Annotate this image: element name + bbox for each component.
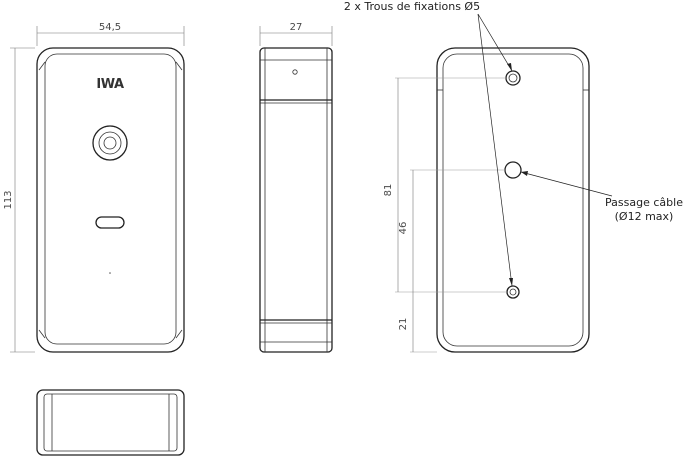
reader-ring-outer <box>92 125 128 161</box>
front-width-label: 54,5 <box>99 22 121 33</box>
cable-passage-label-line2: (Ø12 max) <box>615 210 674 223</box>
fixing-holes-label: 2 x Trous de fixations Ø5 <box>344 0 480 13</box>
hole-to-cable-dimension: 46 <box>398 170 414 292</box>
side-view <box>259 47 333 353</box>
front-view: IWA <box>36 47 185 353</box>
brand-logo: IWA <box>96 77 124 92</box>
front-corner-tr <box>175 61 183 71</box>
hole-spacing-dimension: 81 <box>383 78 399 292</box>
fixing-holes-callout: 2 x Trous de fixations Ø5 <box>344 0 513 287</box>
bottom-view <box>36 389 185 456</box>
front-corner-br <box>175 329 183 339</box>
bottom-offset-dimension: 21 <box>398 292 414 352</box>
front-outer-outline <box>36 47 185 353</box>
front-corner-bl <box>38 329 46 339</box>
front-inner-outline <box>44 53 177 345</box>
rear-view <box>436 47 590 353</box>
bottom-offset-label: 21 <box>398 318 409 331</box>
reader-ring-inner <box>103 136 117 150</box>
front-mark-dot <box>109 272 111 274</box>
fixing-hole-bottom <box>506 285 520 299</box>
hole-spacing-label: 81 <box>383 184 394 197</box>
cable-passage-hole <box>504 161 522 179</box>
rear-dimension-extensions <box>395 77 507 353</box>
reader-ring-middle <box>98 131 122 155</box>
cable-passage-label-line1: Passage câble <box>605 196 683 209</box>
cable-passage-callout: Passage câble (Ø12 max) <box>520 171 683 223</box>
side-depth-label: 27 <box>290 22 303 33</box>
front-width-dimension: 54,5 <box>36 22 185 46</box>
rear-outer-outline <box>436 47 590 353</box>
rear-inner-outline <box>442 53 584 347</box>
led-indicator <box>95 216 125 229</box>
side-depth-dimension: 27 <box>259 22 333 46</box>
front-height-dimension: 113 <box>3 47 35 353</box>
front-corner-tl <box>38 61 46 71</box>
bottom-inner-outline <box>43 393 178 452</box>
bottom-outer-outline <box>36 389 185 456</box>
side-outer-outline <box>259 47 333 353</box>
fixing-hole-top <box>505 70 521 86</box>
front-height-label: 113 <box>3 190 14 209</box>
side-screw-hole <box>292 69 298 75</box>
hole-to-cable-label: 46 <box>398 222 409 235</box>
